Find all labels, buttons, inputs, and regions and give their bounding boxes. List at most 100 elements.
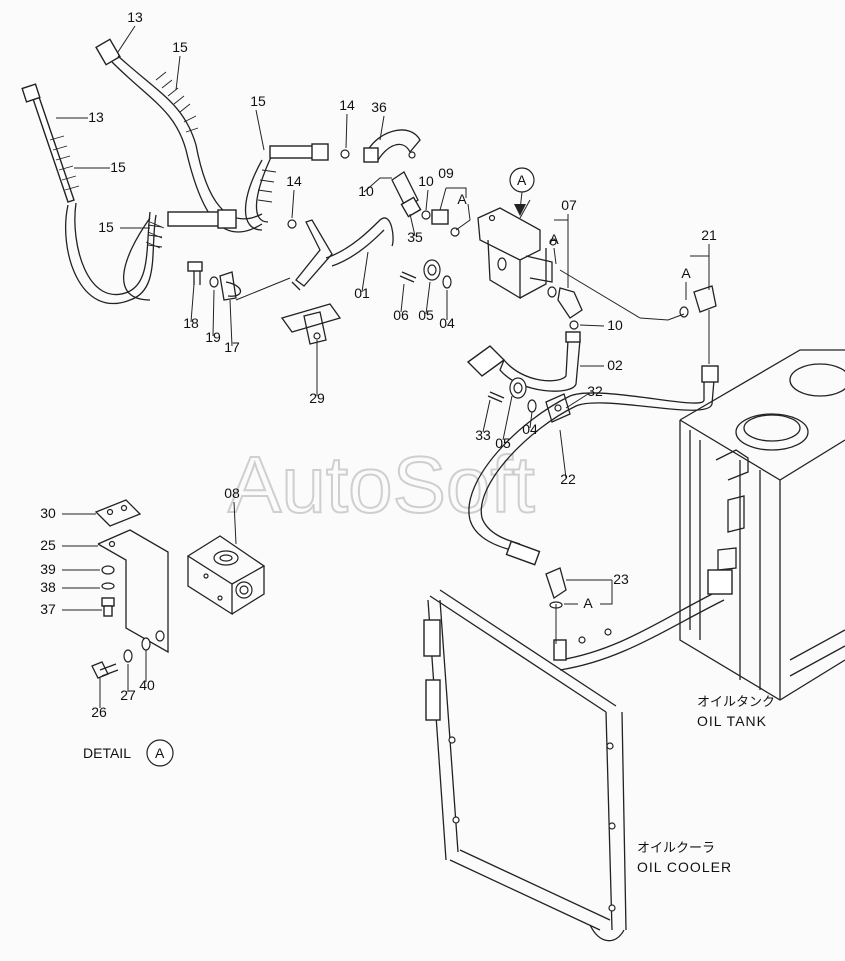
part-label-p27: 27 (120, 687, 136, 703)
o-ring-14b (287, 219, 297, 229)
hose-left-long (21, 83, 163, 305)
elbow-07 (547, 286, 583, 319)
oil-tank-jp: オイルタンク (697, 695, 775, 710)
return-line (553, 569, 733, 671)
pipe-22 (468, 365, 719, 566)
part-label-p22: 22 (560, 471, 576, 487)
oil-tank (679, 349, 845, 701)
part-label-p10a: 10 (358, 183, 374, 199)
part-label-p14a: 14 (339, 97, 355, 113)
washer-38 (101, 582, 115, 590)
part-label-p29: 29 (309, 390, 325, 406)
o-ring-04a (442, 275, 452, 289)
part-label-p01: 01 (354, 285, 370, 301)
part-label-p02: 02 (607, 357, 623, 373)
part-label-p36: 36 (371, 99, 387, 115)
part-label-p15d: 15 (98, 219, 114, 235)
oil-cooler-en: OIL COOLER (637, 859, 732, 875)
part-label-p05a: 05 (418, 307, 434, 323)
o-ring-04b (527, 399, 537, 413)
part-label-p14b: 14 (286, 173, 302, 189)
part-label-p40: 40 (139, 677, 155, 693)
washer-27 (123, 649, 133, 663)
detail-a-bracket-25 (97, 529, 169, 654)
fitting-35 (391, 171, 422, 218)
part-label-p10c: 10 (607, 317, 623, 333)
washer-19 (209, 276, 219, 288)
oil-cooler (423, 589, 627, 942)
detail-a-caption: DETAIL A (83, 739, 174, 767)
washer-39 (101, 565, 115, 575)
part-label-p32: 32 (587, 383, 603, 399)
valve-block-top (477, 207, 557, 300)
o-ring-10b (421, 210, 431, 220)
part-label-pA4: A (583, 595, 593, 611)
part-label-p18: 18 (183, 315, 199, 331)
part-label-p30: 30 (40, 505, 56, 521)
detail-a-plate-30 (94, 499, 142, 527)
elbow-36 (363, 129, 421, 163)
part-label-p13a: 13 (127, 9, 143, 25)
oil-tank-en: OIL TANK (697, 713, 767, 729)
hose-upper-long (95, 38, 263, 233)
oil-cooler-label: オイルクーラ OIL COOLER (637, 841, 732, 875)
part-label-p04b: 04 (522, 421, 538, 437)
adapter-09 (431, 209, 449, 225)
part-label-p08: 08 (224, 485, 240, 501)
part-label-p05b: 05 (495, 435, 511, 451)
part-label-p23: 23 (613, 571, 629, 587)
o-ring-a1 (450, 227, 460, 237)
detail-letter: A (155, 745, 165, 761)
clamp-17 (219, 271, 242, 301)
hose-middle (244, 143, 329, 231)
part-label-p38: 38 (40, 579, 56, 595)
part-label-p15c: 15 (250, 93, 266, 109)
part-label-p15b: 15 (110, 159, 126, 175)
detail-circle (146, 739, 174, 767)
washer-40 (141, 637, 151, 651)
part-label-pA2: A (549, 231, 559, 247)
hose-lower-left (123, 209, 237, 301)
bolt-26 (91, 661, 119, 679)
callout-a-top: A (509, 167, 535, 216)
part-label-p09: 09 (438, 165, 454, 181)
elbow-21 (679, 285, 717, 318)
part-label-p25: 25 (40, 537, 56, 553)
part-label-p21: 21 (701, 227, 717, 243)
o-ring-14a (340, 149, 350, 159)
pipe-01 (291, 217, 394, 291)
flange-05b (509, 377, 527, 399)
watermark: AutoSoft (228, 440, 535, 529)
pipe-02 (466, 331, 581, 392)
detail-prefix: DETAIL (83, 745, 131, 761)
bolt-18 (187, 261, 203, 285)
part-label-p37: 37 (40, 601, 56, 617)
part-label-pA3: A (681, 265, 691, 281)
o-ring-10c (569, 320, 579, 330)
part-label-p35: 35 (407, 229, 423, 245)
part-label-pA1: A (457, 191, 467, 207)
elbow-23 (545, 567, 567, 609)
part-label-p26: 26 (91, 704, 107, 720)
part-label-p15a: 15 (172, 39, 188, 55)
plate-32 (545, 393, 571, 423)
bracket-29 (280, 303, 342, 345)
part-label-p10b: 10 (418, 173, 434, 189)
oil-cooler-jp: オイルクーラ (637, 841, 715, 856)
bolt-37 (101, 597, 115, 617)
bolt-33 (487, 391, 505, 403)
hole-bracket (155, 630, 165, 642)
part-label-p06: 06 (393, 307, 409, 323)
part-label-p17: 17 (224, 339, 240, 355)
leader-lines (56, 25, 710, 708)
oil-tank-label: オイルタンク OIL TANK (697, 695, 775, 729)
block-08 (186, 535, 266, 616)
flange-05a (399, 259, 441, 283)
part-label-p19: 19 (205, 329, 221, 345)
part-label-p07: 07 (561, 197, 577, 213)
part-label-p04a: 04 (439, 315, 455, 331)
part-label-p33: 33 (475, 427, 491, 443)
